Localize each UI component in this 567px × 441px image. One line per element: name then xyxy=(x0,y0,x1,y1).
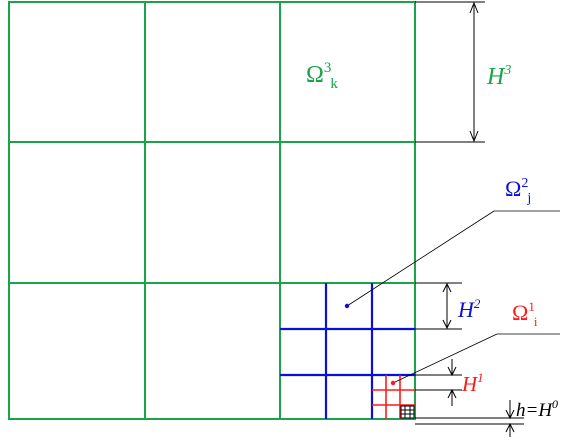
h1-label: H1 xyxy=(461,370,484,396)
h2-label: H2 xyxy=(457,296,481,322)
h2-arrow-up xyxy=(442,282,452,293)
level0-grid xyxy=(400,405,415,419)
h1-sup: 1 xyxy=(477,370,484,385)
h2-base: H xyxy=(457,297,475,322)
omega2-base: Ω xyxy=(505,176,521,201)
h1-arrow-bottom-head xyxy=(447,388,457,399)
h1-base: H xyxy=(461,372,479,396)
level1-grid xyxy=(372,375,415,419)
omega3-label: Ω3k xyxy=(306,60,338,92)
level0-square xyxy=(400,405,415,419)
omega2-sup: 2 xyxy=(521,176,528,191)
omega3-base: Ω xyxy=(306,62,324,88)
h2-sup: 2 xyxy=(474,296,481,311)
omega2-sub: j xyxy=(526,191,531,206)
omega2-label: Ω2j xyxy=(505,176,531,206)
omega1-sub: i xyxy=(534,314,538,329)
h0-sup: 0 xyxy=(552,397,558,411)
omega1-leader-line xyxy=(392,333,498,384)
h3-arrow-down xyxy=(469,130,479,143)
omega1-label: Ω1i xyxy=(512,299,538,329)
h3-label: H3 xyxy=(486,63,511,90)
level2-grid xyxy=(280,283,415,419)
h0-label: h=H0 xyxy=(516,397,558,421)
leader-lines xyxy=(346,210,560,384)
h0-arrow-bottom-head xyxy=(505,422,515,433)
omega3-sup: 3 xyxy=(324,60,332,76)
level3-outer-square xyxy=(8,1,416,420)
omega2-leader-line xyxy=(346,210,495,307)
omega1-point xyxy=(390,380,396,386)
h2-dimension xyxy=(415,282,462,330)
h2-arrow-down xyxy=(442,319,452,330)
omega3-sub: k xyxy=(330,76,338,92)
h0-text: h=H xyxy=(516,400,553,421)
h3-sup: 3 xyxy=(503,63,511,78)
h3-arrow-up xyxy=(469,1,479,14)
h3-base: H xyxy=(486,64,506,90)
h1-arrow-top-head xyxy=(447,366,457,377)
level3-grid xyxy=(8,1,416,420)
omega1-base: Ω xyxy=(512,300,528,325)
h0-arrow-top-head xyxy=(505,409,515,420)
omega2-point xyxy=(344,303,350,309)
h1-dimension xyxy=(415,359,462,406)
h3-dimension xyxy=(415,1,485,143)
h0-dimension xyxy=(415,400,524,437)
omega1-sup: 1 xyxy=(528,299,535,314)
